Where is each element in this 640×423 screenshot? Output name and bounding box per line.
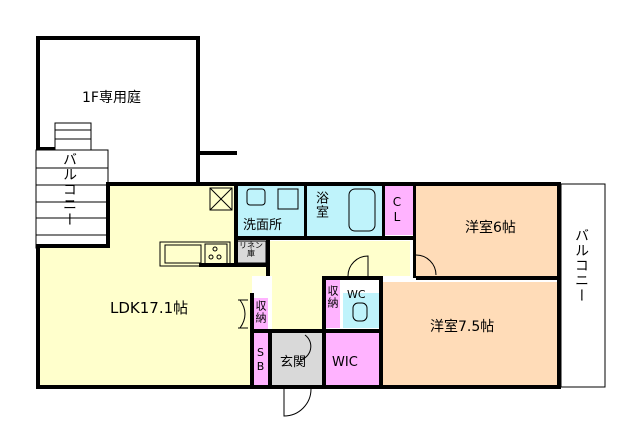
right-balcony-label: バルコニー [573,228,589,303]
wic-label: WIC [332,355,358,370]
storage-ldk-label: 収納 [254,300,267,324]
linen-label: リネン庫 [239,241,263,258]
bath-label: 浴室 [313,191,328,219]
ldk-area [40,186,410,385]
western-rooms [382,186,559,385]
doors [238,254,437,417]
storage-hall-label: 収納 [326,285,339,309]
storage-areas [254,186,413,385]
wet-areas [238,186,382,328]
shoe-box-label: SB [254,346,267,374]
washroom-label: 洗面所 [243,218,283,233]
left-balcony-label: バルコニー [61,152,77,227]
garden-walls [36,36,237,184]
entrance-floor [272,333,322,385]
garden-label: 1F専用庭 [82,90,141,106]
entrance-label: 玄関 [280,355,307,370]
wc-label: WC [347,288,366,301]
walls [36,182,561,389]
ldk-label: LDK17.1帖 [110,299,189,317]
western-room-6-label: 洋室6帖 [465,220,516,236]
western-room-7-5-label: 洋室7.5帖 [430,319,495,335]
closet-label: CL [390,195,404,225]
right-balcony [560,183,606,388]
